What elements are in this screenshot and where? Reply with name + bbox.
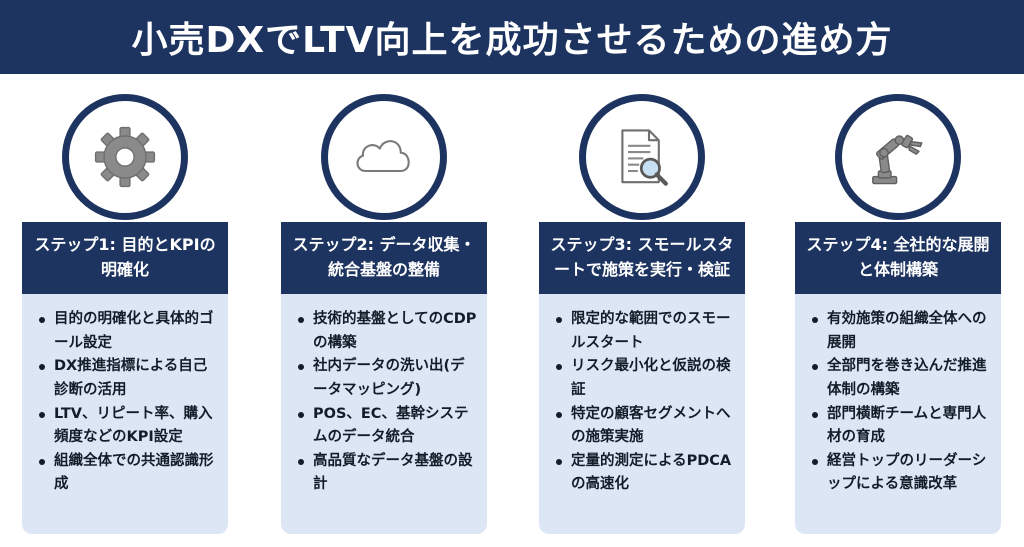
list-item: 有効施策の組織全体への展開: [809, 308, 991, 355]
list-item: 組織全体での共通認識形成: [36, 450, 218, 497]
step-heading: ステップ1: 目的とKPIの明確化: [22, 222, 228, 294]
list-item: 部門横断チームと専門人材の育成: [809, 403, 991, 450]
list-item: LTV、リピート率、購入頻度などのKPI設定: [36, 403, 218, 450]
step-icon-circle: [62, 94, 188, 220]
step-body: 技術的基盤としてのCDPの構築 社内データの洗い出(データマッピング) POS、…: [281, 294, 487, 534]
robot-arm-icon: [872, 134, 923, 185]
list-item: POS、EC、基幹システムのデータ統合: [295, 403, 477, 450]
step-body: 目的の明確化と具体的ゴール設定 DX推進指標による自己診断の活用 LTV、リピー…: [22, 294, 228, 534]
list-item: リスク最小化と仮説の検証: [553, 355, 735, 402]
title-bar: 小売DXでLTV向上を成功させるための進め方: [0, 0, 1024, 74]
list-item: 技術的基盤としてのCDPの構築: [295, 308, 477, 355]
list-item: 特定の顧客セグメントへの施策実施: [553, 403, 735, 450]
step-column-1: ステップ1: 目的とKPIの明確化 目的の明確化と具体的ゴール設定 DX推進指標…: [22, 74, 228, 547]
list-item: 限定的な範囲でのスモールスタート: [553, 308, 735, 355]
cloud-icon: [356, 140, 410, 173]
document-search-icon: [621, 129, 668, 186]
gear-icon: [94, 126, 156, 188]
step-icon-circle: [321, 94, 447, 220]
step-column-2: ステップ2: データ収集・統合基盤の整備 技術的基盤としてのCDPの構築 社内デ…: [281, 74, 487, 547]
step-heading: ステップ4: 全社的な展開と体制構築: [795, 222, 1001, 294]
list-item: 全部門を巻き込んだ推進体制の構築: [809, 355, 991, 402]
step-heading: ステップ2: データ収集・統合基盤の整備: [281, 222, 487, 294]
step-icon-circle: [579, 94, 705, 220]
list-item: 高品質なデータ基盤の設計: [295, 450, 477, 497]
step-icon-circle: [835, 94, 961, 220]
list-item: 社内データの洗い出(データマッピング): [295, 355, 477, 402]
step-body: 有効施策の組織全体への展開 全部門を巻き込んだ推進体制の構築 部門横断チームと専…: [795, 294, 1001, 534]
step-column-4: ステップ4: 全社的な展開と体制構築 有効施策の組織全体への展開 全部門を巻き込…: [795, 74, 1001, 547]
list-item: 定量的測定によるPDCAの高速化: [553, 450, 735, 497]
list-item: 経営トップのリーダーシップによる意識改革: [809, 450, 991, 497]
page-title: 小売DXでLTV向上を成功させるための進め方: [131, 20, 893, 61]
step-heading: ステップ3: スモールスタートで施策を実行・検証: [539, 222, 745, 294]
step-body: 限定的な範囲でのスモールスタート リスク最小化と仮説の検証 特定の顧客セグメント…: [539, 294, 745, 534]
list-item: 目的の明確化と具体的ゴール設定: [36, 308, 218, 355]
list-item: DX推進指標による自己診断の活用: [36, 355, 218, 402]
step-column-3: ステップ3: スモールスタートで施策を実行・検証 限定的な範囲でのスモールスター…: [539, 74, 745, 547]
